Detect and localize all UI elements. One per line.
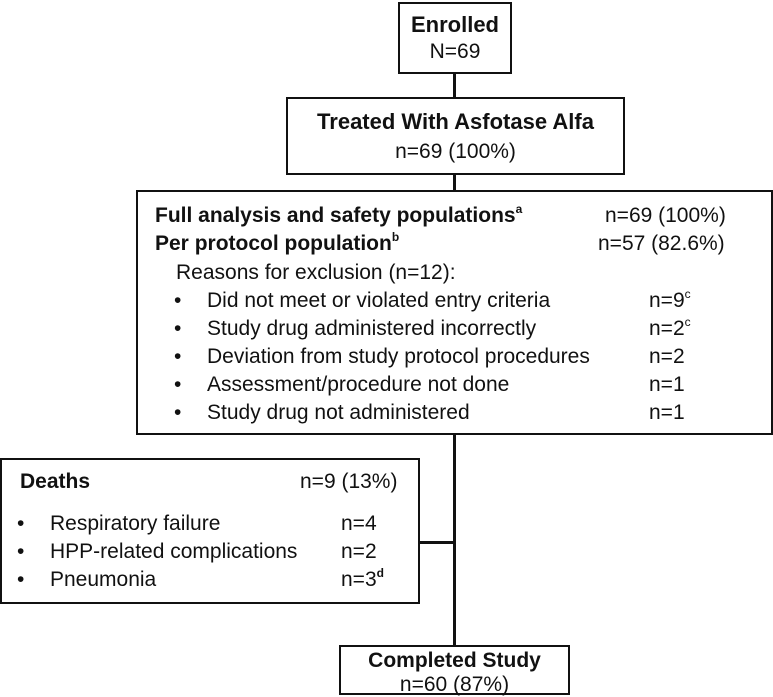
bullet-icon: •	[174, 317, 182, 340]
death-cause-label: Respiratory failure	[50, 512, 221, 535]
death-cause-label: HPP-related complications	[50, 540, 298, 563]
bullet-icon: •	[174, 373, 182, 396]
bullet-icon: •	[174, 289, 182, 312]
death-cause-value: n=3d	[341, 566, 384, 592]
treated-title: Treated With Asfotase Alfa	[317, 109, 594, 134]
death-cause-value: n=2	[341, 540, 377, 564]
exclusion-value-text: n=2	[649, 345, 685, 368]
enrolled-count: N=69	[429, 40, 481, 63]
populations-box: Full analysis and safety populationsa n=…	[136, 190, 773, 435]
treated-box: Treated With Asfotase Alfa n=69 (100%)	[286, 97, 625, 175]
connector-deaths-branch	[418, 541, 455, 544]
enrolled-title: Enrolled	[410, 12, 499, 37]
treated-count: n=69 (100%)	[395, 140, 516, 163]
per-protocol-label: Per protocol populationb	[155, 230, 400, 256]
bullet-icon: •	[17, 540, 25, 563]
death-cause-label: Pneumonia	[50, 568, 157, 591]
death-cause-value-text: n=2	[341, 540, 377, 563]
completed-title: Completed Study	[368, 649, 541, 672]
exclusion-header: Reasons for exclusion (n=12):	[176, 261, 456, 284]
bullet-icon: •	[174, 401, 182, 424]
per-protocol-text: Per protocol population	[155, 232, 392, 255]
deaths-count: n=9 (13%)	[300, 470, 398, 493]
completed-count: n=60 (87%)	[399, 673, 510, 696]
death-cause-value: n=4	[341, 512, 377, 536]
exclusion-value-text: n=1	[649, 373, 685, 396]
bullet-icon: •	[174, 345, 182, 368]
exclusion-label: Deviation from study protocol procedures	[207, 345, 590, 368]
exclusion-label: Study drug administered incorrectly	[207, 317, 537, 340]
exclusion-label: Study drug not administered	[207, 401, 470, 424]
exclusion-value: n=2c	[649, 315, 691, 341]
exclusion-label: Assessment/procedure not done	[207, 373, 510, 396]
deaths-box: Deaths n=9 (13%) • Respiratory failure n…	[0, 458, 420, 604]
exclusion-label: Did not meet or violated entry criteria	[207, 289, 551, 312]
exclusion-value: n=9c	[649, 287, 691, 313]
bullet-icon: •	[17, 568, 25, 591]
death-cause-value-text: n=3	[341, 568, 377, 591]
exclusion-value-sup: c	[684, 287, 691, 301]
exclusion-value-sup: c	[684, 315, 691, 329]
exclusion-value: n=1	[649, 401, 685, 425]
enrolled-box: Enrolled N=69	[398, 2, 512, 74]
full-population-value: n=69 (100%)	[605, 204, 726, 227]
full-population-text: Full analysis and safety populations	[155, 204, 516, 227]
connector-treated-populations	[453, 174, 456, 192]
connector-enrolled-treated	[453, 72, 456, 98]
exclusion-value-text: n=1	[649, 401, 685, 424]
death-cause-value-text: n=4	[341, 512, 377, 535]
exclusion-value-text: n=2	[649, 317, 685, 340]
full-population-sup: a	[515, 202, 523, 216]
completed-box: Completed Study n=60 (87%)	[339, 645, 570, 696]
exclusion-value: n=1	[649, 373, 685, 397]
exclusion-value-text: n=9	[649, 289, 685, 312]
per-protocol-sup: b	[391, 230, 400, 244]
death-cause-value-sup: d	[376, 566, 384, 580]
full-population-label: Full analysis and safety populationsa	[155, 202, 523, 228]
bullet-icon: •	[17, 512, 25, 535]
deaths-title: Deaths	[20, 470, 91, 493]
connector-populations-completed	[453, 434, 456, 646]
per-protocol-value: n=57 (82.6%)	[598, 232, 725, 255]
exclusion-value: n=2	[649, 345, 685, 369]
